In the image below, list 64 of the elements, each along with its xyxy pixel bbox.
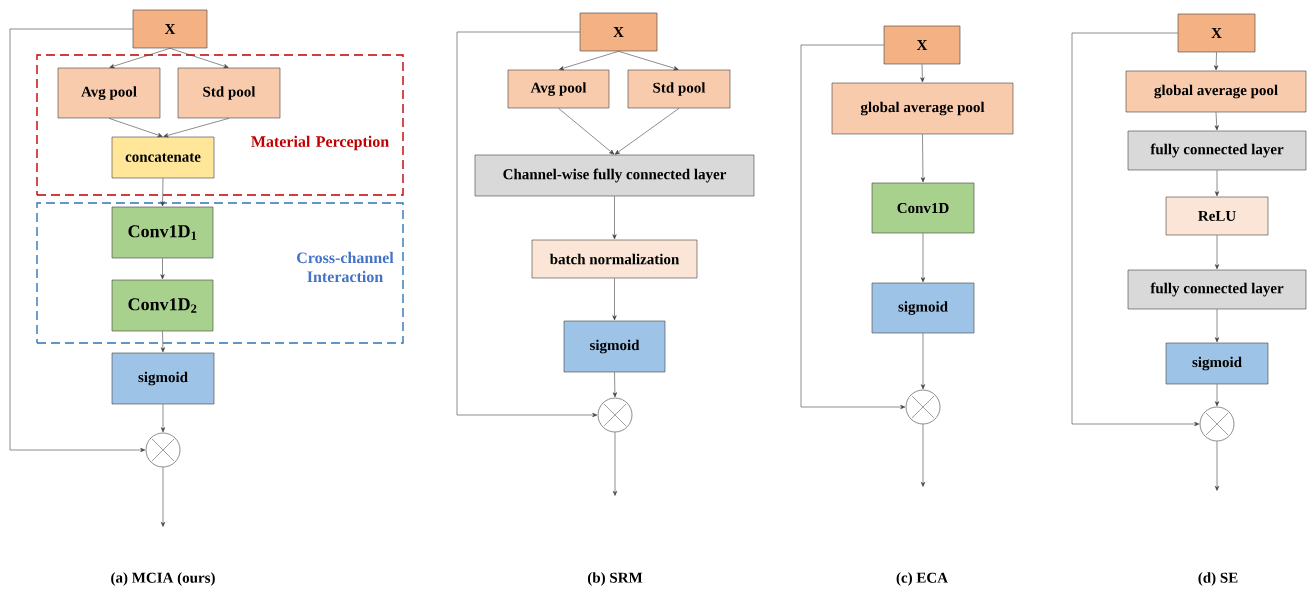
arrow <box>1214 309 1220 343</box>
process-box: fully connected layer <box>1127 130 1307 171</box>
arrow <box>1214 52 1219 71</box>
process-box: sigmoid <box>111 352 215 405</box>
arrow <box>160 258 165 280</box>
arrow <box>614 108 680 155</box>
arrow <box>612 432 618 496</box>
caption-text: (c) ECA <box>896 572 948 586</box>
input-box: X <box>132 9 208 49</box>
process-box: Conv1D <box>871 182 975 234</box>
arrow <box>109 48 171 69</box>
arrow <box>163 118 230 138</box>
arrow <box>1214 170 1220 197</box>
process-box: batch normalization <box>531 239 698 279</box>
multiply-circle <box>1199 406 1235 442</box>
arrow <box>160 331 165 353</box>
process-box: Conv1D$_{2}$ <box>111 279 214 332</box>
arrow <box>920 424 926 487</box>
multiply-circle <box>905 389 941 425</box>
arrow <box>9 28 146 453</box>
arrow <box>920 134 926 183</box>
process-box: concatenate <box>111 136 215 179</box>
arrow <box>612 372 617 398</box>
arrow <box>558 51 619 71</box>
arrow <box>1214 235 1220 270</box>
process-box: global average pool <box>831 82 1014 135</box>
process-box: Channel-wise fully connected layer <box>474 154 755 197</box>
process-box: sigmoid <box>1165 342 1269 385</box>
arrow <box>1214 384 1220 407</box>
process-box: fully connected layer <box>1127 269 1307 310</box>
process-box: sigmoid <box>563 320 666 373</box>
arrow <box>169 48 229 69</box>
input-box: X <box>579 12 658 52</box>
arrow <box>1214 441 1220 491</box>
multiply-circle <box>145 432 181 468</box>
arrow <box>618 51 679 71</box>
arrow <box>920 233 926 283</box>
arrow <box>1071 32 1200 427</box>
arrow <box>612 196 617 240</box>
process-box: ReLU <box>1165 196 1269 236</box>
process-box: Conv1D$_{1}$ <box>111 206 214 259</box>
process-box: Std pool <box>627 69 731 109</box>
arrow <box>456 31 598 418</box>
process-box: sigmoid <box>871 282 975 334</box>
arrow <box>160 467 166 527</box>
caption-text: (b) SRM <box>587 572 643 586</box>
process-box: Avg pool <box>507 69 610 109</box>
arrow <box>920 64 925 83</box>
multiply-circle <box>597 397 633 433</box>
arrow <box>160 178 165 207</box>
arrow <box>800 44 906 410</box>
process-box: global average pool <box>1125 70 1307 113</box>
caption-text: (a) MCIA (ours) <box>111 572 215 586</box>
input-box: X <box>883 25 961 65</box>
arrow <box>108 118 163 138</box>
arrow <box>1214 112 1219 131</box>
process-box: Avg pool <box>57 67 161 119</box>
input-box: X <box>1177 13 1256 53</box>
process-box: Std pool <box>177 67 281 119</box>
arrow <box>612 278 617 321</box>
arrow <box>160 404 166 433</box>
arrow <box>558 108 615 155</box>
arrow <box>920 333 926 390</box>
caption-text: (d) SE <box>1198 572 1238 586</box>
